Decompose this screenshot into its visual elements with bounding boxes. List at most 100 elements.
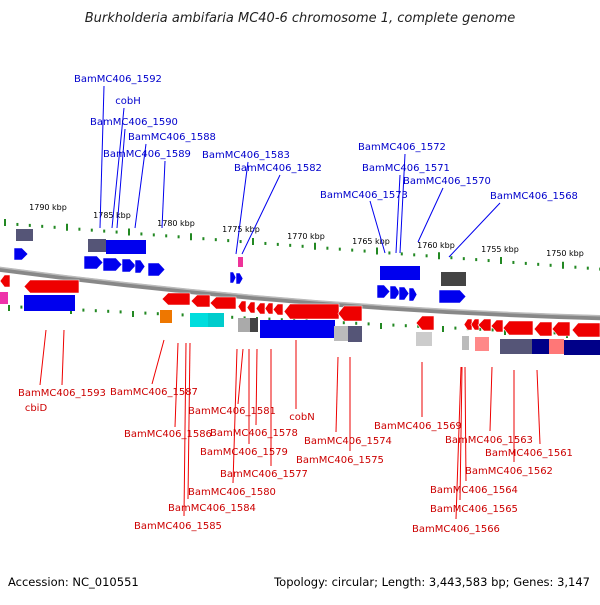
tick-mark: [280, 318, 283, 322]
tick-mark: [367, 322, 370, 326]
reverse-gene-label: BamMC406_1577: [220, 469, 308, 480]
kbp-tick-label: 1780 kbp: [157, 219, 195, 228]
gene-features: [0, 229, 600, 355]
forward-gene-label: cobH: [115, 96, 140, 107]
forward-gene-arrow: [398, 286, 410, 301]
reverse-gene-arrow: [0, 274, 11, 288]
tick-mark: [107, 309, 110, 313]
leader-line: [187, 342, 191, 500]
accession-text: Accession: NC_010551: [8, 575, 139, 589]
forward-gene-label: BamMC406_1573: [320, 190, 408, 201]
leader-line: [99, 85, 105, 229]
homology-block: [208, 313, 224, 327]
homology-block: [24, 295, 75, 311]
homology-block: [462, 336, 469, 350]
forward-gene-arrow: [376, 284, 391, 299]
tick-mark: [119, 310, 122, 314]
leader-line: [464, 366, 467, 482]
reverse-gene-label: BamMC406_1581: [188, 406, 276, 417]
tick-mark: [562, 261, 564, 269]
tick-mark: [16, 222, 19, 226]
reverse-gene-arrow: [190, 294, 211, 308]
tick-mark: [165, 234, 168, 238]
forward-gene-arrow: [408, 287, 418, 302]
leader-line: [335, 356, 339, 433]
chromosome-backbone: [0, 266, 600, 321]
tick-mark: [479, 327, 482, 331]
homology-block: [88, 239, 106, 252]
homology-block: [564, 340, 600, 355]
reverse-gene-arrow: [477, 318, 492, 332]
tick-mark: [140, 232, 143, 236]
tick-mark: [438, 252, 440, 260]
tick-mark: [342, 321, 345, 325]
forward-gene-label: BamMC406_1570: [403, 176, 491, 187]
tick-mark: [190, 233, 192, 241]
map-title: Burkholderia ambifaria MC40-6 chromosome…: [85, 11, 515, 26]
genome-summary-text: Topology: circular; Length: 3,443,583 bp…: [273, 575, 590, 589]
tick-mark: [8, 305, 10, 311]
forward-gene-label: BamMC406_1592: [74, 74, 162, 85]
gene-labels: BamMC406_1592 cobH BamMC406_1590BamMC406_1…: [18, 74, 578, 535]
reverse-gene-arrow: [470, 318, 480, 331]
forward-gene-arrow: [102, 257, 123, 272]
tick-mark: [90, 228, 93, 232]
tick-mark: [115, 230, 118, 234]
homology-block: [475, 337, 489, 351]
tick-mark: [487, 259, 490, 263]
reverse-gene-label: BamMC406_1562: [465, 466, 553, 477]
reverse-gene-label: BamMC406_1584: [168, 503, 256, 514]
tick-mark: [388, 251, 391, 255]
tick-mark: [243, 316, 246, 320]
tick-mark: [417, 324, 420, 328]
tick-mark: [94, 309, 97, 313]
reverse-gene-label: BamMC406_1574: [304, 436, 392, 447]
tick-mark: [231, 315, 234, 319]
reverse-gene-arrow: [502, 320, 534, 336]
tick-mark: [276, 242, 279, 246]
homology-block: [238, 257, 243, 267]
kbp-tick-label: 1755 kbp: [481, 245, 519, 254]
forward-gene-arrow: [229, 271, 237, 284]
leader-line: [417, 187, 444, 243]
reverse-gene-label: BamMC406_1578: [210, 428, 298, 439]
tick-mark: [524, 261, 527, 265]
homology-block: [532, 339, 549, 354]
tick-mark: [252, 238, 254, 245]
leader-line: [241, 174, 281, 255]
leader-line: [111, 107, 125, 229]
tick-mark: [400, 252, 403, 256]
reverse-gene-arrow: [463, 318, 473, 331]
forward-gene-label: BamMC406_1583: [202, 150, 290, 161]
forward-gene-label: BamMC406_1588: [128, 132, 216, 143]
tick-mark: [128, 228, 130, 236]
kbp-tick-label: 1790 kbp: [29, 203, 67, 212]
leader-line: [183, 342, 187, 517]
tick-mark: [454, 326, 457, 330]
tick-mark: [574, 265, 577, 269]
reverse-gene-label: BamMC406_1585: [134, 521, 222, 532]
forward-gene-arrow: [121, 258, 137, 273]
leader-line: [174, 342, 179, 428]
reverse-gene-arrow: [533, 321, 553, 337]
forward-gene-label: BamMC406_1590: [90, 117, 178, 128]
tick-mark: [314, 242, 316, 250]
tick-mark: [156, 312, 159, 316]
tick-mark: [553, 331, 556, 335]
tick-mark: [392, 323, 395, 327]
reverse-gene-arrow: [264, 302, 274, 315]
leader-line: [151, 339, 165, 385]
homology-block: [500, 339, 532, 354]
tick-mark: [227, 239, 230, 243]
forward-gene-label: BamMC406_1572: [358, 142, 446, 153]
tick-mark: [177, 235, 180, 239]
leader-line: [237, 348, 244, 405]
tick-mark: [103, 229, 106, 233]
leader-line: [134, 143, 147, 229]
leader-line: [232, 348, 238, 484]
reverse-gene-arrow: [272, 303, 284, 316]
tick-mark: [214, 238, 217, 242]
kbp-tick-label: 1775 kbp: [222, 225, 260, 234]
